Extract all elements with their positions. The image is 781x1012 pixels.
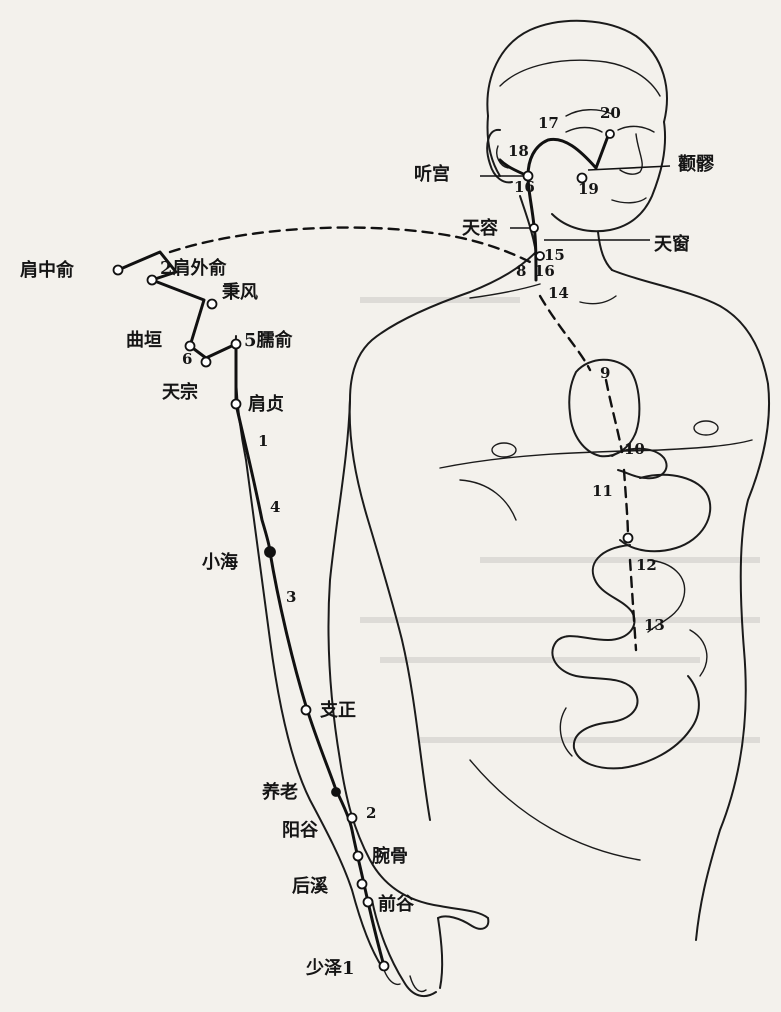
point-xiaohai (265, 547, 275, 557)
point-bingfeng (208, 300, 217, 309)
point-naoshu (232, 340, 241, 349)
label-tianchuang: 天窗 (654, 233, 690, 255)
num-17: 17 (538, 114, 559, 132)
small-intestine (552, 545, 699, 768)
num-9: 9 (600, 364, 610, 382)
label-bingfeng: 秉风 (222, 281, 258, 303)
point-jingming (606, 130, 614, 138)
label-zhizheng: 支正 (319, 699, 356, 721)
point-zhizheng (302, 706, 311, 715)
point-yanggu (348, 814, 357, 823)
num-20: 20 (600, 104, 621, 122)
num-3: 3 (286, 588, 296, 606)
label-yanggu: 阳谷 (282, 820, 319, 841)
num-1: 1 (258, 432, 268, 450)
point-organ-12 (624, 534, 633, 543)
point-jianzhen (232, 400, 241, 409)
point-tianzong (202, 358, 211, 367)
background-bleed (360, 300, 760, 740)
label-qiangu: 前谷 (378, 893, 415, 915)
num-12: 12 (636, 556, 657, 574)
label-tianrong: 天容 (462, 217, 498, 239)
label-quyuan-num: 6 (182, 350, 192, 368)
point-jianwaishu (148, 276, 157, 285)
label-yanglao: 养老 (261, 781, 298, 803)
label-xiaohai: 小海 (202, 551, 238, 573)
label-jianzhen: 肩贞 (248, 393, 284, 415)
label-wangu: 腕骨 (372, 845, 408, 867)
label-tinggong: 听宫 (414, 163, 450, 185)
point-qiangu (364, 898, 373, 907)
point-shaoze (380, 962, 389, 971)
num-14: 14 (548, 284, 569, 302)
point-yanglao (332, 788, 340, 796)
label-jianwaishu: 2肩外俞 (160, 257, 228, 279)
num-13: 13 (644, 616, 665, 634)
label-quyuan: 曲垣 (126, 330, 162, 351)
point-tianrong (530, 224, 538, 232)
label-jianzhongshu: 肩中俞 (20, 259, 75, 281)
label-shaoze: 少泽1 (305, 958, 355, 979)
num-10: 10 (624, 440, 645, 458)
label-naoshu: 5臑俞 (244, 329, 294, 351)
point-tianchuang (536, 252, 544, 260)
num-18: 18 (508, 142, 529, 160)
num-8: 8 (516, 262, 526, 280)
num-16b: 16 (534, 262, 555, 280)
label-houxi: 后溪 (292, 876, 329, 897)
num-4: 4 (270, 498, 280, 516)
label-quanliao: 颧髎 (678, 154, 715, 175)
arm (235, 336, 488, 996)
num-2: 2 (366, 804, 376, 822)
point-jianzhongshu (114, 266, 123, 275)
label-tianzong: 天宗 (162, 381, 198, 403)
num-19: 19 (578, 180, 599, 198)
num-16a: 16 (514, 178, 535, 196)
point-houxi (358, 880, 367, 889)
num-11: 11 (592, 482, 613, 500)
point-wangu (354, 852, 363, 861)
